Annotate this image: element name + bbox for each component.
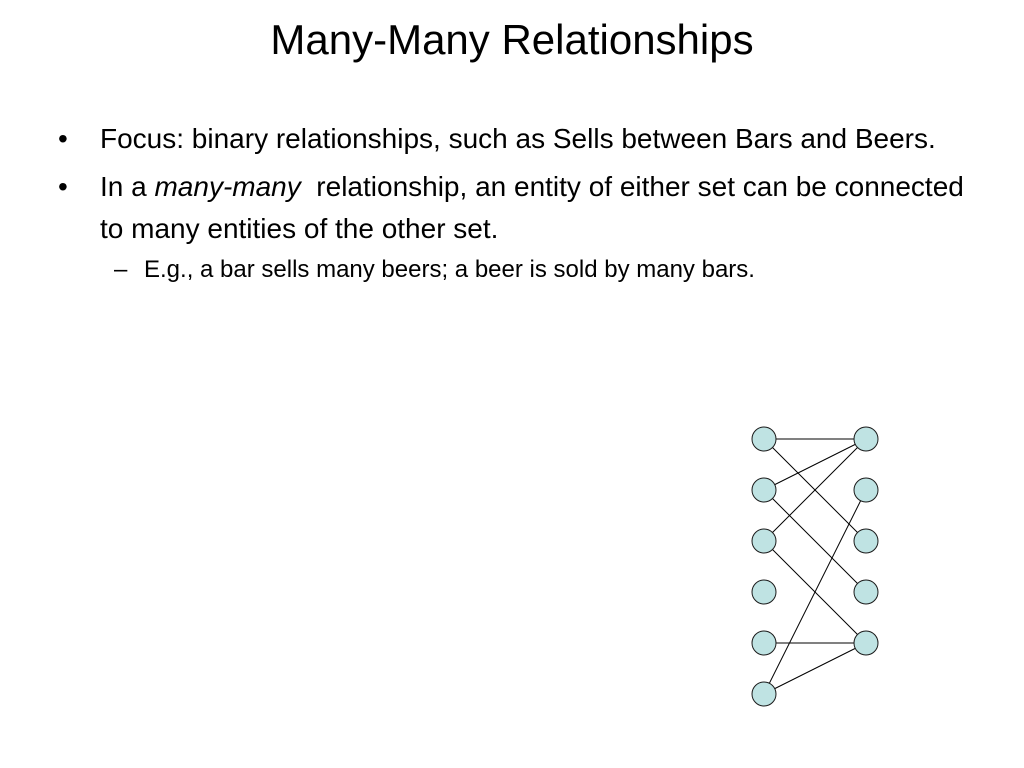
- right-entity-node: [853, 579, 879, 605]
- sub-bullet-marker: –: [114, 256, 128, 283]
- left-entity-node: [751, 579, 777, 605]
- graph-edge: [763, 489, 867, 695]
- graph-edge: [763, 438, 867, 491]
- bullet-marker: •: [58, 171, 68, 202]
- sub-bullet-item-example: – E.g., a bar sells many beers; a beer i…: [100, 254, 966, 286]
- bullet-text-prefix: In a: [100, 171, 155, 202]
- left-entity-node: [751, 528, 777, 554]
- bullet-text-suffix: relationship, an entity of either set ca…: [100, 171, 972, 244]
- right-entity-node: [853, 477, 879, 503]
- bullet-list: • Focus: binary relationships, such as S…: [56, 118, 966, 286]
- bullet-item-focus: • Focus: binary relationships, such as S…: [56, 118, 966, 160]
- sub-bullet-text: E.g., a bar sells many beers; a beer is …: [144, 256, 755, 283]
- graph-edges: [763, 438, 867, 695]
- graph-edge: [763, 642, 867, 695]
- graph-nodes: [751, 426, 879, 707]
- right-entity-node: [853, 630, 879, 656]
- bullet-marker: •: [58, 123, 68, 154]
- bullet-text-emphasis: many-many: [154, 171, 301, 202]
- right-entity-node: [853, 528, 879, 554]
- bullet-item-many-many: • In a many-many relationship, an entity…: [56, 166, 966, 250]
- left-entity-node: [751, 477, 777, 503]
- graph-edge: [763, 489, 867, 593]
- left-entity-node: [751, 426, 777, 452]
- right-entity-node: [853, 426, 879, 452]
- slide-title: Many-Many Relationships: [270, 16, 754, 63]
- left-entity-node: [751, 630, 777, 656]
- graph-edge: [763, 438, 867, 542]
- left-entity-node: [751, 681, 777, 707]
- bullet-text: Focus: binary relationships, such as Sel…: [100, 123, 936, 154]
